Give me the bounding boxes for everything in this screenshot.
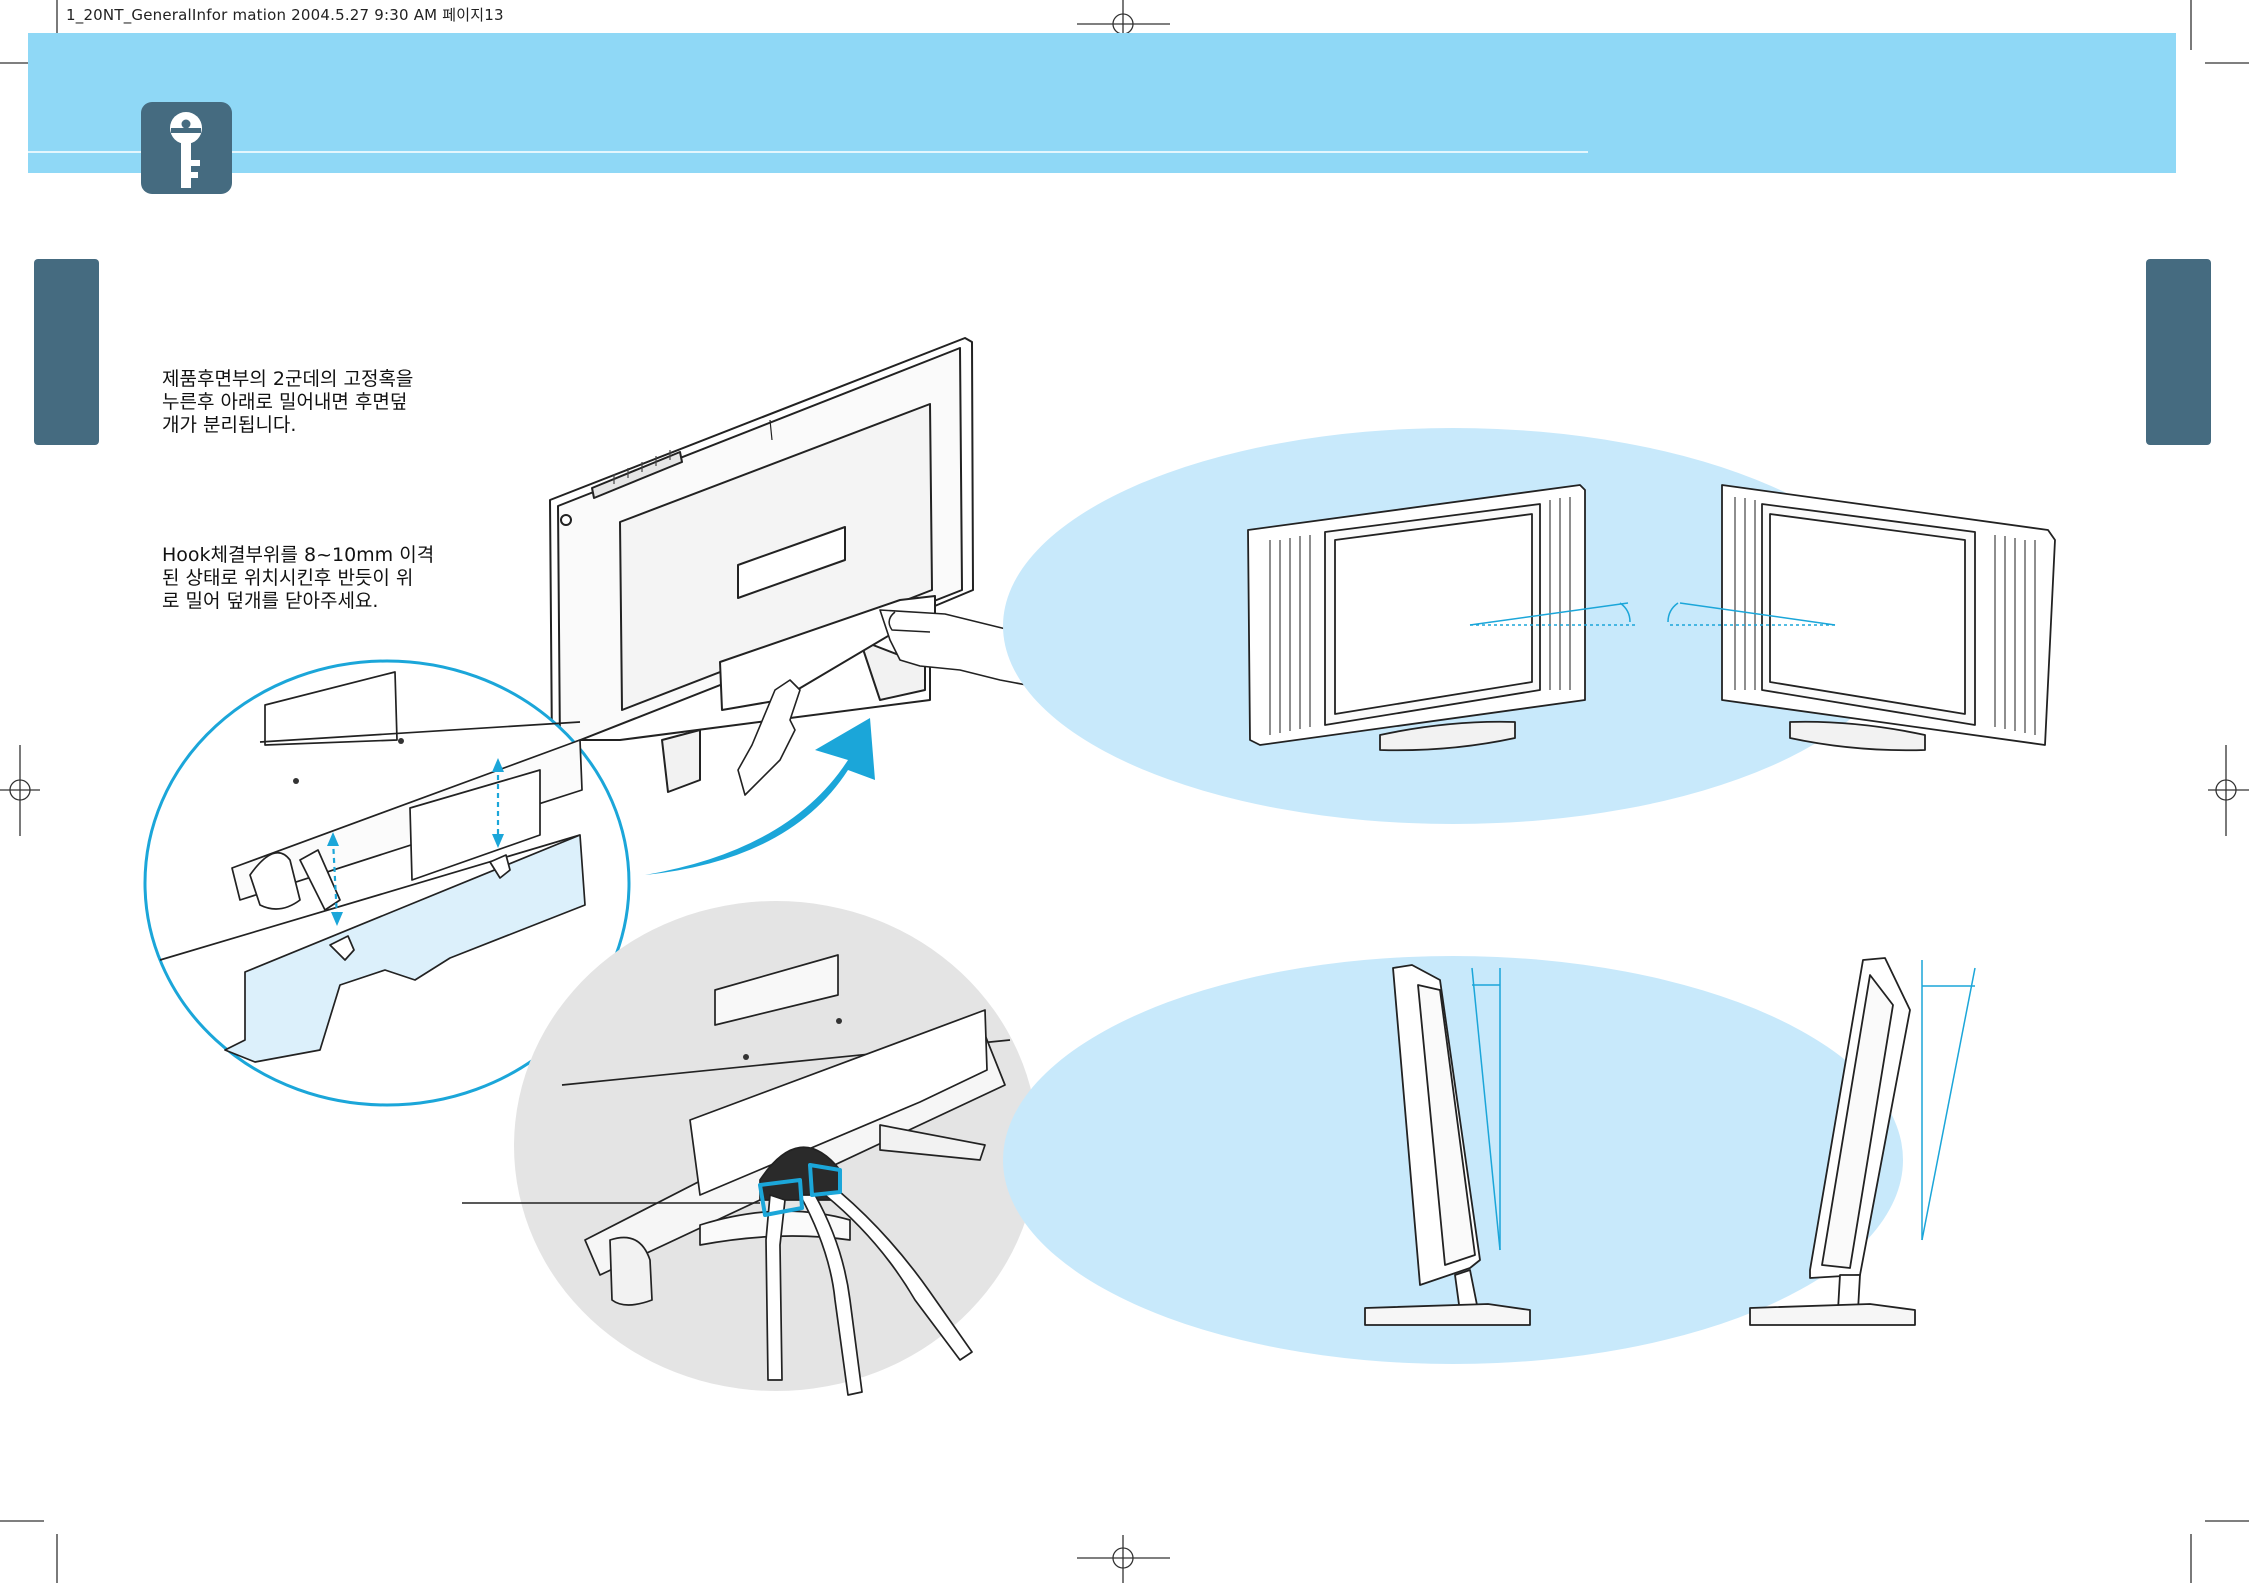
instruction-line: 제품후면부의 2군데의 고정혹을	[162, 368, 413, 391]
instruction-line: Hook체결부위를 8~10mm 이격	[162, 544, 434, 567]
right-side-tab	[2146, 259, 2211, 445]
monitor-swivel-left-right	[1003, 428, 2055, 824]
instruction-line: 누른후 아래로 밀어내면 후면덮	[162, 391, 413, 414]
print-slug: 1_20NT_GeneralInfor mation 2004.5.27 9:3…	[66, 4, 504, 25]
instruction-line: 개가 분리됩니다.	[162, 414, 413, 437]
left-side-tab	[34, 259, 99, 445]
instruction-attach-cover: Hook체결부위를 8~10mm 이격 된 상태로 위치시킨후 반듯이 위 로 …	[162, 544, 434, 613]
instruction-line: 된 상태로 위치시킨후 반듯이 위	[162, 567, 434, 590]
monitor-tilt-forward-back	[1003, 956, 1975, 1364]
instruction-remove-cover: 제품후면부의 2군데의 고정혹을 누른후 아래로 밀어내면 후면덮 개가 분리됩…	[162, 368, 413, 437]
monitor-back-cover-removal	[550, 338, 1035, 795]
instruction-line: 로 밀어 덮개를 닫아주세요.	[162, 590, 434, 613]
key-icon	[141, 102, 232, 194]
